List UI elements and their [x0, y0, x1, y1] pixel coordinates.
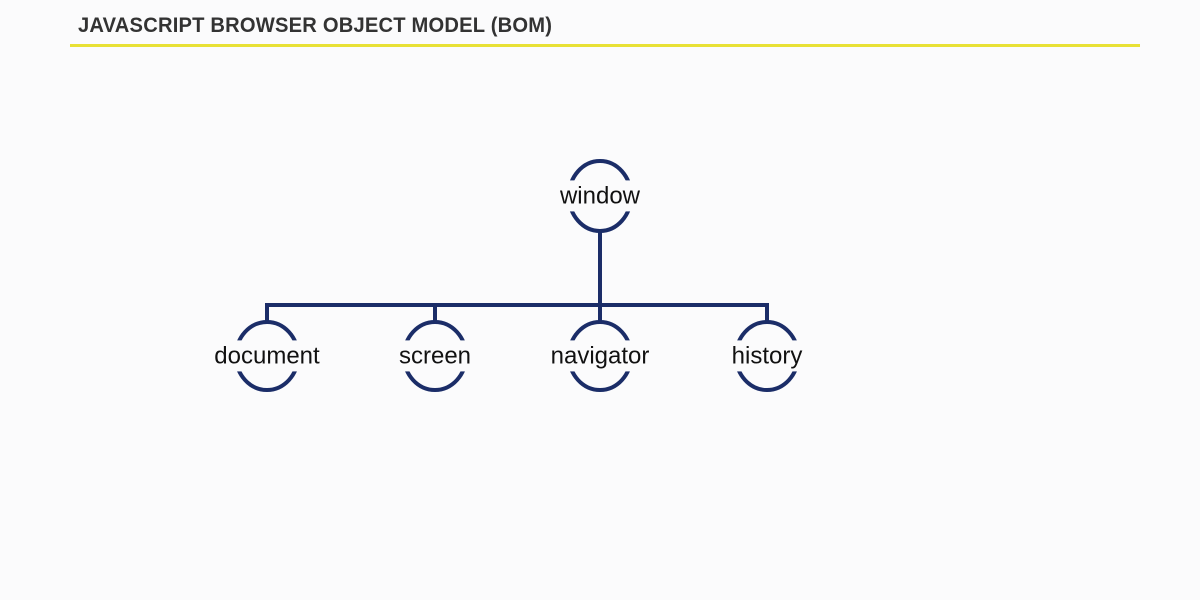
- node-label-screen: screen: [394, 340, 476, 372]
- node-label-history: history: [727, 340, 807, 372]
- node-label-navigator: navigator: [546, 340, 654, 372]
- node-label-document: document: [210, 340, 324, 372]
- page-title: JAVASCRIPT BROWSER OBJECT MODEL (BOM): [78, 14, 553, 37]
- connector-lines: [265, 231, 769, 324]
- title-underline-rule: [70, 44, 1140, 47]
- node-label-window: window: [555, 180, 645, 212]
